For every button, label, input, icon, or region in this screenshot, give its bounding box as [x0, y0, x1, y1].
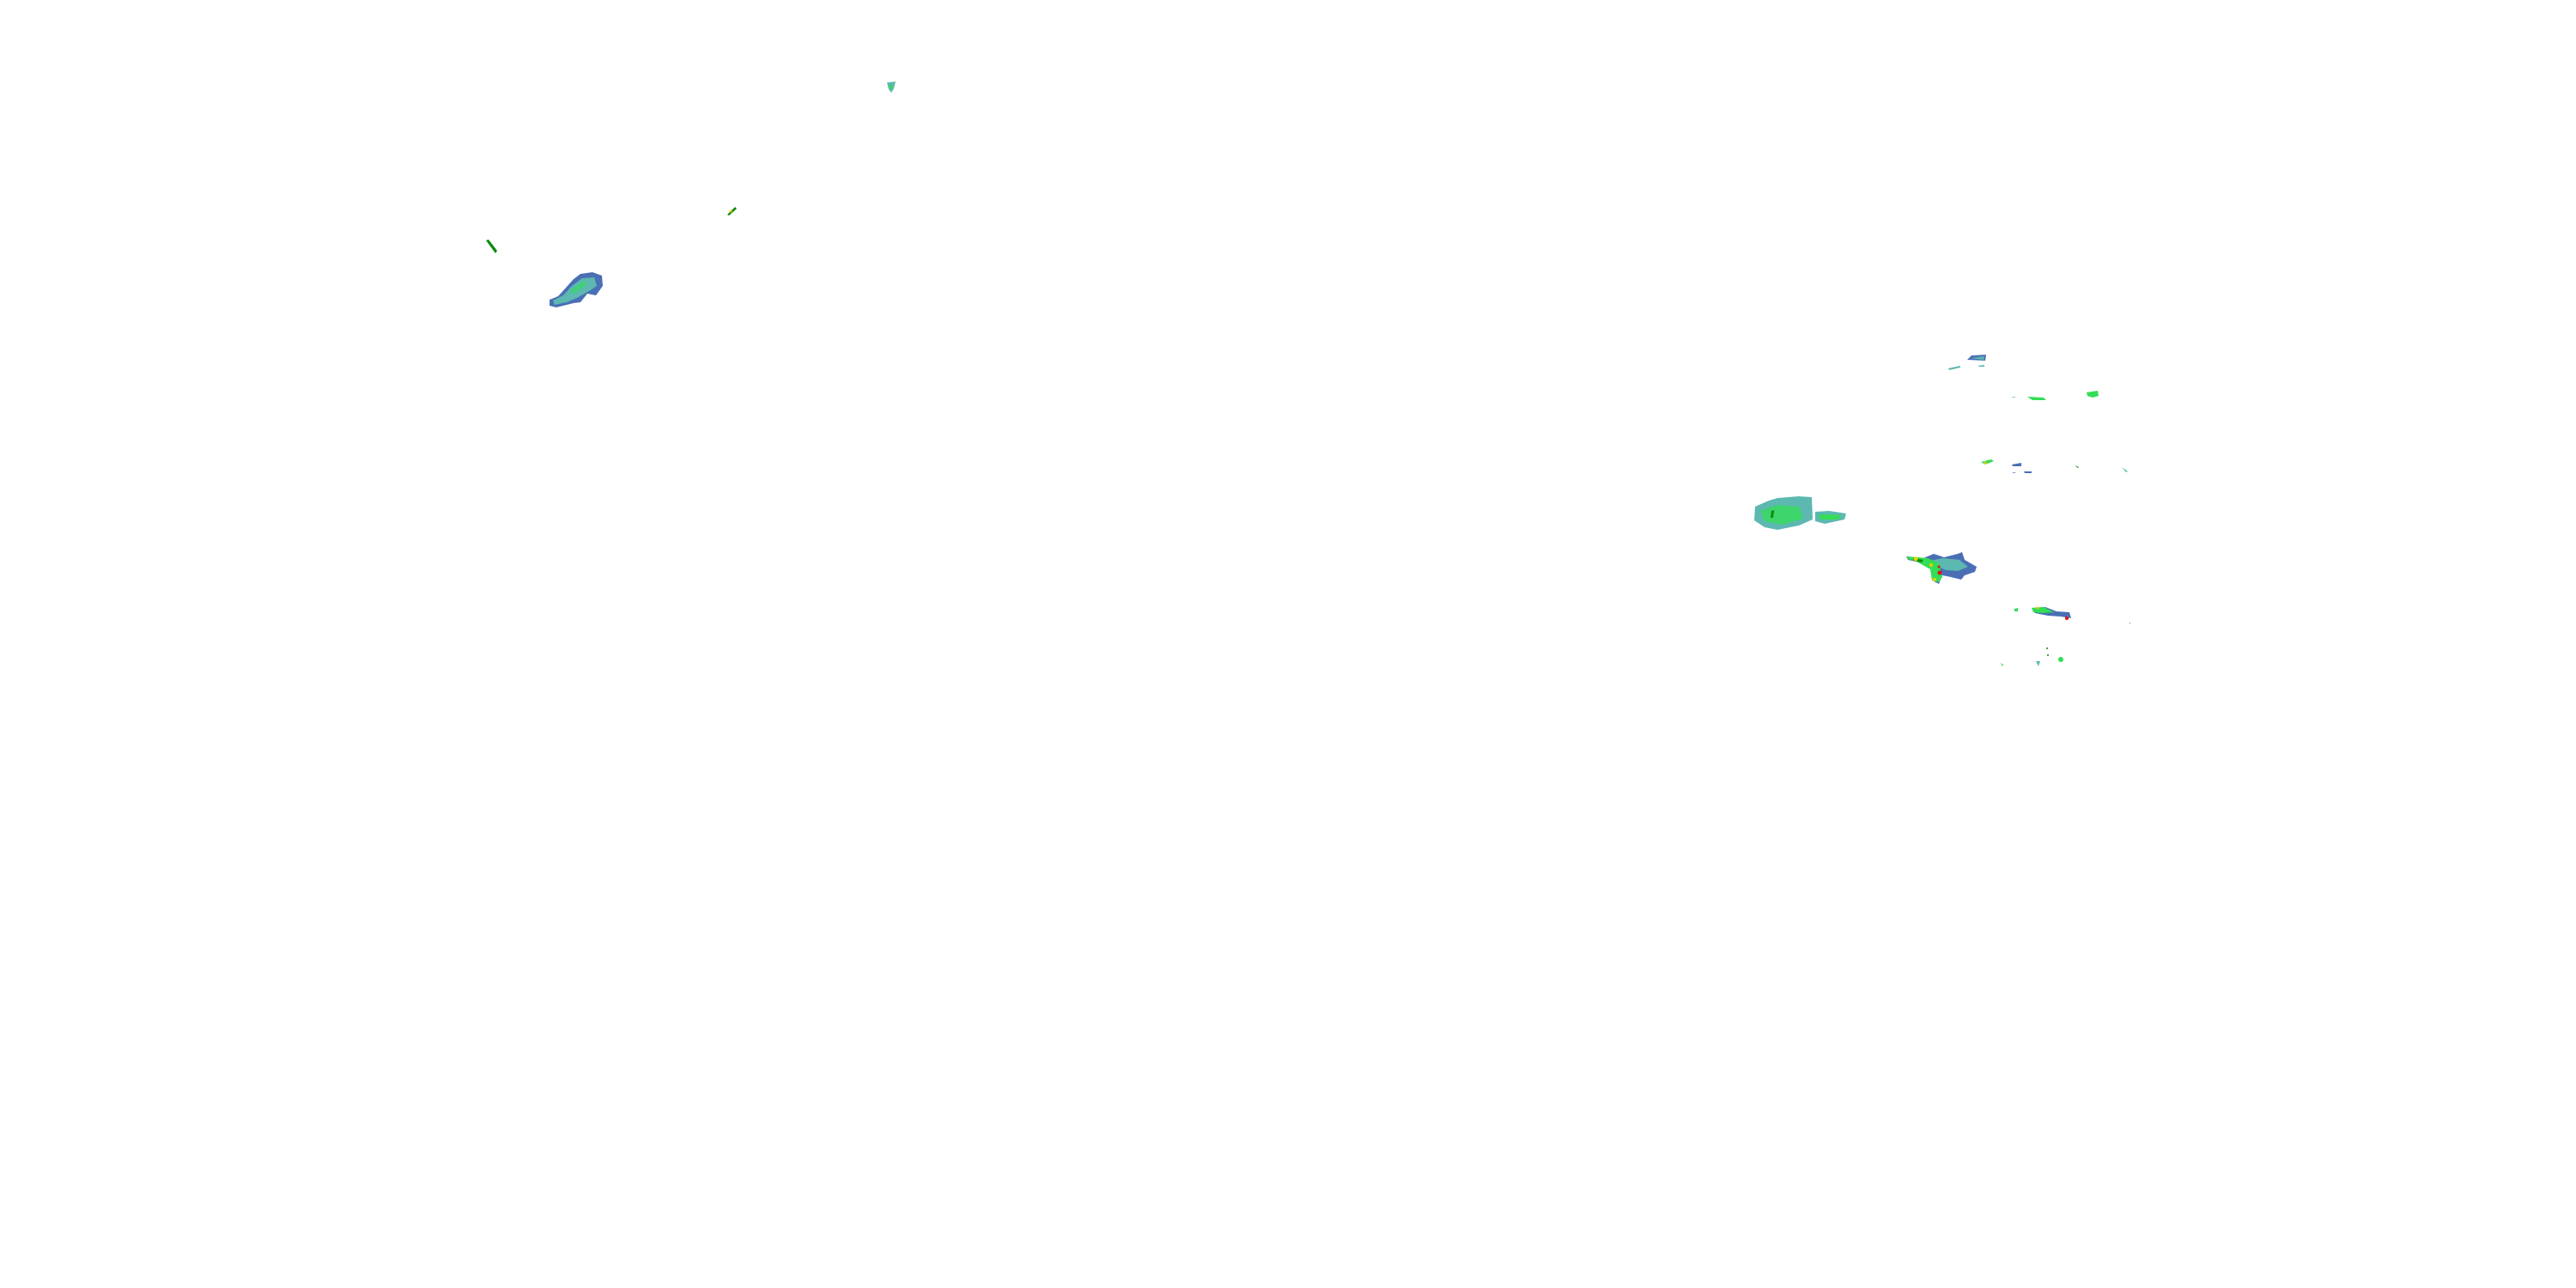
echo-cell-north [887, 82, 896, 93]
moderate-echo [1819, 514, 1842, 519]
heavy-echo [2129, 623, 2130, 624]
echo-streak-center [727, 207, 737, 216]
light-echo [2122, 467, 2128, 472]
light-echo [2012, 463, 2021, 466]
moderate-echo [2014, 608, 2018, 611]
heavy-echo [2046, 647, 2048, 649]
intense-echo [1929, 563, 1933, 567]
intense-echo [1933, 578, 1936, 581]
intense-echo [729, 210, 732, 213]
light-echo [1948, 366, 1960, 370]
moderate-echo [2058, 657, 2063, 662]
light-echo [2036, 661, 2040, 666]
moderate-echo [1760, 505, 1803, 525]
severe-echo [1937, 570, 1942, 575]
intense-echo [2036, 606, 2039, 610]
moderate-echo [2027, 397, 2046, 400]
light-echo [2024, 471, 2032, 473]
echo-storm-cell [1906, 552, 1977, 584]
echo-cell-central-east [1754, 496, 1846, 530]
moderate-echo [2001, 663, 2003, 666]
light-echo [2010, 397, 2015, 398]
light-echo [1928, 558, 1968, 571]
severe-echo [2065, 617, 2069, 620]
intense-echo [1913, 556, 1918, 562]
moderate-echo [2087, 391, 2099, 398]
echo-cell-west [550, 272, 603, 307]
heavy-echo [486, 240, 497, 253]
echo-cluster-east-mid [1981, 459, 2128, 473]
light-echo [1971, 356, 1984, 360]
intense-echo [1984, 461, 1987, 465]
heavy-echo [1771, 510, 1774, 518]
echo-cluster-east-north [1948, 355, 2099, 400]
light-echo [2011, 472, 2015, 473]
moderate-echo [570, 281, 587, 294]
moderate-echo [1907, 556, 1942, 582]
echo-streak-west [486, 240, 497, 253]
severe-echo [1937, 565, 1941, 568]
moderate-echo [889, 85, 893, 91]
echo-cluster-southeast [2001, 606, 2130, 666]
light-echo [1978, 365, 1984, 367]
heavy-echo [2075, 465, 2079, 468]
heavy-echo [2047, 654, 2049, 656]
moderate-echo [1981, 459, 1994, 465]
